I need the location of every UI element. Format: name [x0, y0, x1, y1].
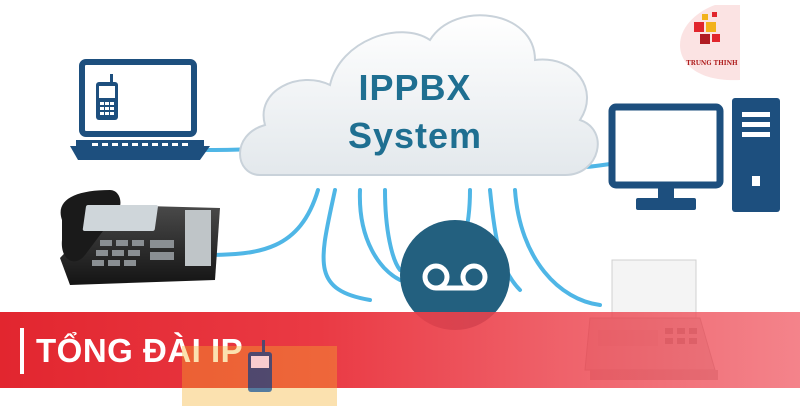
- desktop-computer-icon: [608, 98, 780, 212]
- cloud-title-line2: System: [347, 115, 483, 156]
- banner-title: TỔNG ĐÀI IP: [36, 332, 244, 369]
- title-banner: [0, 312, 800, 388]
- cloud-shape: [239, 14, 599, 176]
- cloud-title-line1: IPPBX: [358, 67, 472, 108]
- mobile-phone-icon: [96, 74, 118, 120]
- brand-name: TRUNG THINH: [686, 60, 738, 67]
- ip-desk-phone-icon: [60, 190, 220, 285]
- cloud-title: IPPBX System: [330, 64, 500, 160]
- banner-accent-bar: [20, 328, 24, 374]
- laptop-icon: [70, 59, 210, 160]
- voicemail-icon: [400, 220, 510, 330]
- brand-logo: [680, 5, 740, 81]
